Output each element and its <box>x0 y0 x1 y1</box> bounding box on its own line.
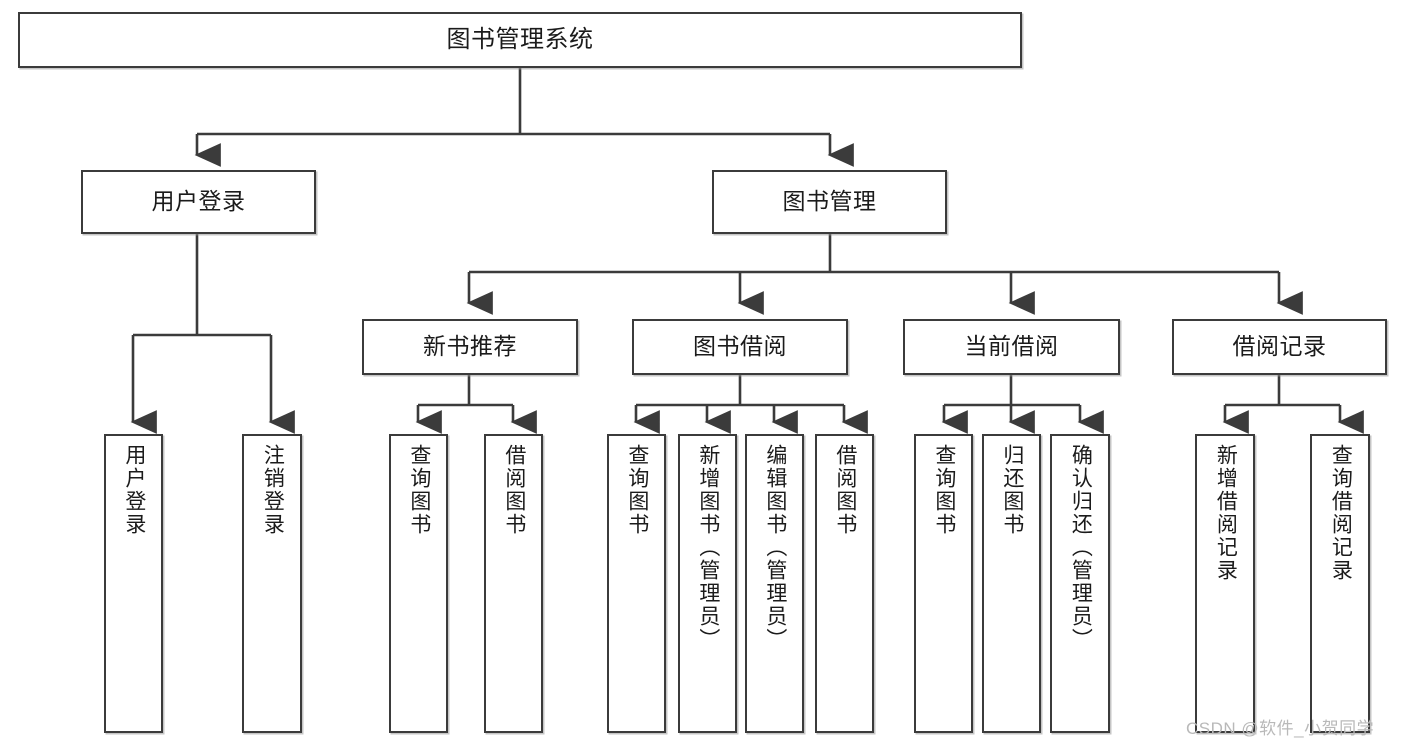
node-current-borrowing[interactable]: 当前借阅 <box>903 319 1120 375</box>
node-label: 借阅图书 <box>502 444 526 536</box>
csdn-watermark: CSDN @软件_小贺同学 <box>1186 719 1375 738</box>
node-leaf-borrow-book-recommendation[interactable]: 借阅图书 <box>484 434 543 733</box>
node-label: 图书借阅 <box>693 333 787 360</box>
node-leaf-user-login[interactable]: 用户登录 <box>104 434 163 733</box>
node-leaf-query-borrow-record[interactable]: 查询借阅记录 <box>1310 434 1370 733</box>
node-leaf-logout[interactable]: 注销登录 <box>242 434 302 733</box>
node-book-borrowing[interactable]: 图书借阅 <box>632 319 848 375</box>
node-borrowing-records[interactable]: 借阅记录 <box>1172 319 1387 375</box>
node-label: 查询图书 <box>407 444 431 536</box>
node-leaf-return-book[interactable]: 归还图书 <box>982 434 1041 733</box>
node-label: 借阅记录 <box>1232 333 1327 360</box>
node-leaf-query-book-current[interactable]: 查询图书 <box>914 434 973 733</box>
node-root-book-management-system[interactable]: 图书管理系统 <box>18 12 1022 68</box>
node-leaf-query-book-borrowing[interactable]: 查询图书 <box>607 434 666 733</box>
node-leaf-add-book-admin[interactable]: 新增图书（管理员） <box>678 434 737 733</box>
node-leaf-query-book-recommendation[interactable]: 查询图书 <box>389 434 448 733</box>
node-leaf-add-borrow-record[interactable]: 新增借阅记录 <box>1195 434 1255 733</box>
node-label: 新书推荐 <box>423 333 517 360</box>
node-user-login[interactable]: 用户登录 <box>81 170 316 234</box>
node-leaf-borrow-book-borrowing[interactable]: 借阅图书 <box>815 434 874 733</box>
node-leaf-confirm-return-admin[interactable]: 确认归还（管理员） <box>1050 434 1110 733</box>
node-label: 新增借阅记录 <box>1214 444 1238 582</box>
node-label: 新增图书（管理员） <box>696 444 720 651</box>
node-label: 查询图书 <box>932 444 956 536</box>
node-label: 注销登录 <box>261 444 285 536</box>
node-leaf-edit-book-admin[interactable]: 编辑图书（管理员） <box>745 434 804 733</box>
node-label: 用户登录 <box>122 444 146 536</box>
node-label: 确认归还（管理员） <box>1069 444 1093 651</box>
node-label: 当前借阅 <box>964 333 1059 360</box>
node-book-management[interactable]: 图书管理 <box>712 170 947 234</box>
node-label: 查询借阅记录 <box>1329 444 1353 582</box>
node-label: 借阅图书 <box>833 444 857 536</box>
node-label: 归还图书 <box>1000 444 1024 536</box>
node-label: 查询图书 <box>625 444 649 536</box>
node-label: 图书管理 <box>782 188 877 215</box>
node-label: 编辑图书（管理员） <box>763 444 787 651</box>
node-label: 用户登录 <box>151 188 246 215</box>
node-label: 图书管理系统 <box>446 25 594 53</box>
node-new-book-recommendation[interactable]: 新书推荐 <box>362 319 578 375</box>
